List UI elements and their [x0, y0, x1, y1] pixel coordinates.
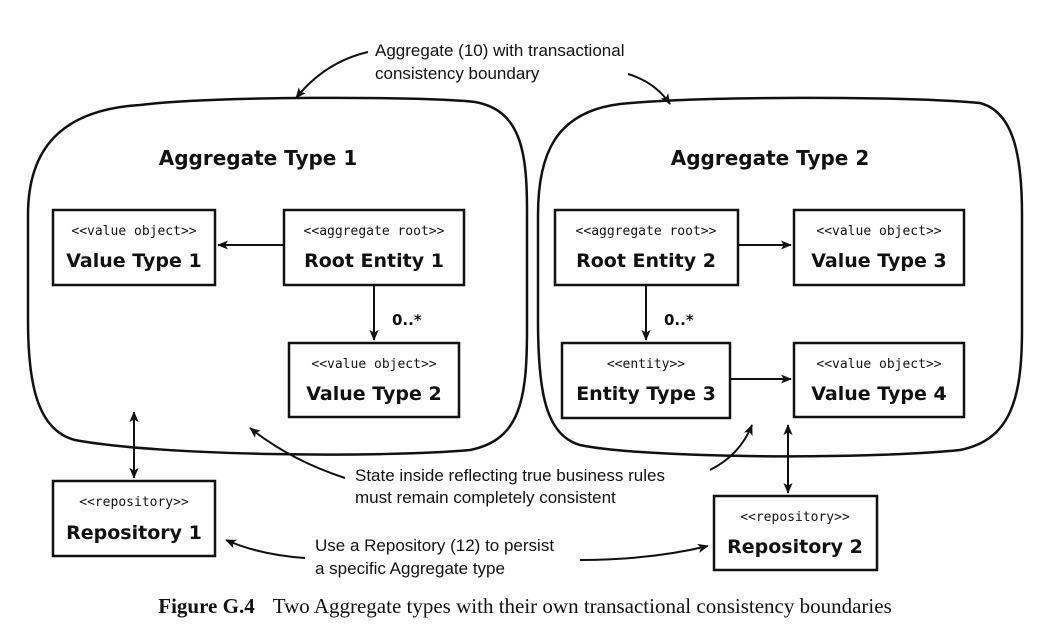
repository-1-stereotype: <<repository>> — [79, 495, 189, 510]
root-entity-1-box: <<aggregate root>> Root Entity 1 — [282, 208, 466, 287]
value-type-4-box: <<value object>> Value Type 4 — [792, 341, 966, 419]
value-type-1-name: Value Type 1 — [66, 250, 201, 272]
repository-use-pointer-right — [579, 543, 709, 561]
value-type-3-box: <<value object>> Value Type 3 — [792, 208, 966, 287]
aggregate-boundary-note-line-2: consistency boundary — [375, 64, 540, 83]
figure-caption: Figure G.4 Two Aggregate types with thei… — [158, 594, 892, 618]
value-type-1-box: <<value object>> Value Type 1 — [51, 208, 217, 287]
aggregate-2-title: Aggregate Type 2 — [671, 146, 870, 170]
repository-use-note-line-2: a specific Aggregate type — [315, 559, 505, 578]
root-entity-1-stereotype: <<aggregate root>> — [304, 224, 445, 239]
value-type-3-name: Value Type 3 — [811, 250, 946, 272]
aggregate-1-multiplicity: 0..* — [392, 311, 422, 329]
repository-use-note-line-1: Use a Repository (12) to persist — [315, 536, 554, 555]
aggregate-2-multiplicity: 0..* — [664, 311, 694, 329]
aggregate-2-boundary — [536, 96, 1024, 458]
value-type-1-stereotype: <<value object>> — [71, 224, 196, 239]
figure-caption-text: Two Aggregate types with their own trans… — [273, 594, 892, 618]
entity-type-3-name: Entity Type 3 — [576, 383, 716, 405]
entity-type-3-box: <<entity>> Entity Type 3 — [560, 341, 732, 420]
aggregate-boundary-pointer-right — [627, 73, 671, 105]
root-entity-2-stereotype: <<aggregate root>> — [576, 224, 717, 239]
root-entity-1-name: Root Entity 1 — [304, 250, 444, 272]
entity-type-3-stereotype: <<entity>> — [607, 357, 685, 372]
repository-2-stereotype: <<repository>> — [740, 510, 850, 525]
value-type-3-stereotype: <<value object>> — [816, 224, 941, 239]
state-rules-pointer-left — [249, 427, 346, 479]
root-entity-2-box: <<aggregate root>> Root Entity 2 — [553, 208, 740, 287]
value-type-2-stereotype: <<value object>> — [311, 357, 436, 372]
repository-2-name: Repository 2 — [727, 536, 863, 558]
repository-1-box: <<repository>> Repository 1 — [51, 479, 217, 558]
aggregate-1-boundary — [26, 96, 529, 456]
root-entity-2-name: Root Entity 2 — [576, 250, 716, 272]
state-rules-note-line-2: must remain completely consistent — [355, 488, 616, 507]
state-rules-note-line-1: State inside reflecting true business ru… — [355, 466, 665, 485]
value-type-2-name: Value Type 2 — [306, 383, 441, 405]
value-type-2-box: <<value object>> Value Type 2 — [287, 341, 461, 419]
figure-caption-label: Figure G.4 — [158, 594, 255, 618]
aggregate-boundary-pointer-left — [295, 51, 369, 99]
value-type-4-stereotype: <<value object>> — [816, 357, 941, 372]
aggregate-boundary-note-line-1: Aggregate (10) with transactional — [375, 41, 624, 60]
repository-2-box: <<repository>> Repository 2 — [712, 494, 879, 572]
repository-1-name: Repository 1 — [66, 522, 202, 544]
value-type-4-name: Value Type 4 — [811, 383, 946, 405]
repository-use-pointer-left — [225, 539, 306, 559]
aggregate-1-title: Aggregate Type 1 — [159, 146, 358, 170]
state-rules-pointer-right — [709, 424, 753, 471]
